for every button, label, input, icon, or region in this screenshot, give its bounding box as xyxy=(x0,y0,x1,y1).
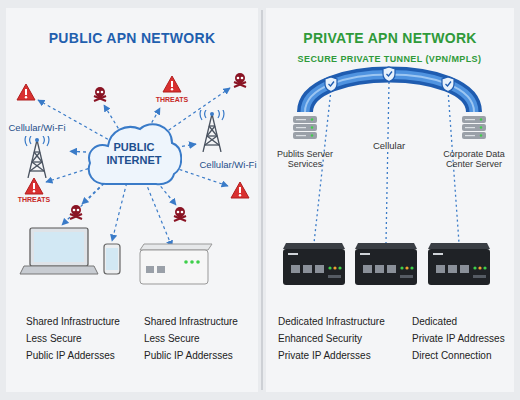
feature-text: Less Secure xyxy=(26,333,82,344)
server-icon xyxy=(293,116,317,139)
phone-icon xyxy=(104,244,120,274)
cell-tower xyxy=(200,108,224,152)
feature-text: Enhanced Security xyxy=(278,333,362,344)
right-panel xyxy=(266,8,514,392)
skull-icon xyxy=(174,207,186,221)
feature-text: Dedicated xyxy=(412,316,457,327)
secure-tunnel xyxy=(305,75,474,113)
skull-icon xyxy=(94,87,106,101)
feature-text: Private IP Addresses xyxy=(412,333,505,344)
tower-node: Cellular/Wi-Fi xyxy=(4,122,70,178)
panel-title: PRIVATE APN NETWORK xyxy=(266,30,514,46)
tunnel-label: SECURE PRIVATE TUNNEL (VPN/MPLS) xyxy=(270,54,510,64)
tunnel-inner xyxy=(305,75,474,113)
laptop-screen xyxy=(34,232,84,262)
router-port xyxy=(146,266,154,273)
connector-line xyxy=(182,144,196,146)
warning-sign xyxy=(231,182,249,198)
feature-text: Less Secure xyxy=(144,333,200,344)
connector-line xyxy=(70,151,86,153)
shield-icon xyxy=(325,77,337,92)
cloud-node: PUBLIC INTERNET xyxy=(86,116,182,192)
laptop-base xyxy=(20,266,98,274)
tunnel-highlight xyxy=(305,75,474,113)
router-links xyxy=(314,82,459,243)
warning-sign xyxy=(163,76,181,92)
shield-icon xyxy=(442,77,454,92)
feature-text: Dedicated Infrastructure xyxy=(278,316,385,327)
node-text: PUBLIC INTERNET xyxy=(103,141,165,166)
left-panel xyxy=(6,8,258,392)
router-link xyxy=(386,82,389,243)
tower-node: Cellular/Wi-Fi xyxy=(196,108,260,170)
server-icon xyxy=(462,116,486,139)
node-text: Corporate Data Center Server xyxy=(436,150,512,170)
feature-text: Shared Infrastructure xyxy=(26,316,120,327)
router-led xyxy=(184,260,188,264)
threat-label: THREATS xyxy=(152,96,192,103)
node-text: Publits Server Services xyxy=(268,150,342,170)
white-router xyxy=(140,244,212,284)
dashed-connector xyxy=(182,144,196,146)
node-text: Cellular/Wi-Fi xyxy=(9,122,66,133)
phone-body xyxy=(104,244,120,274)
dashed-connector xyxy=(70,151,86,153)
panel-title: PUBLIC APN NETWORK xyxy=(6,30,258,46)
phone-screen xyxy=(106,248,118,270)
black-router xyxy=(355,243,417,285)
router-led xyxy=(196,260,200,264)
feature-text: Public IP Addersses xyxy=(144,350,233,361)
feature-text: Shared Infrastructure xyxy=(144,316,238,327)
router-port xyxy=(157,266,165,273)
warning-sign xyxy=(25,178,43,194)
router-top xyxy=(140,244,212,250)
feature-text: Public IP Addersses xyxy=(26,350,115,361)
threat-label: THREATS xyxy=(14,196,54,203)
cellular-label: Cellular xyxy=(369,140,409,151)
feature-text: Private IP Addersses xyxy=(278,350,371,361)
black-router xyxy=(283,243,345,285)
laptop-icon xyxy=(20,228,98,274)
panel-divider xyxy=(261,10,263,390)
cell-tower xyxy=(25,134,49,178)
feature-text: Direct Connection xyxy=(412,350,491,361)
server-node: Corporate Data Center Server xyxy=(436,112,512,170)
skull-icon xyxy=(70,205,82,219)
warning-sign xyxy=(17,84,35,100)
skull-icon xyxy=(234,73,246,87)
router-led xyxy=(190,260,194,264)
node-text: Cellular/Wi-Fi xyxy=(200,159,257,170)
black-router xyxy=(428,243,490,285)
router-body xyxy=(140,250,208,284)
server-node: Publits Server Services xyxy=(268,112,342,170)
laptop-lid xyxy=(30,228,88,266)
shield-icon xyxy=(383,67,395,82)
tunnel-outer xyxy=(305,75,474,113)
